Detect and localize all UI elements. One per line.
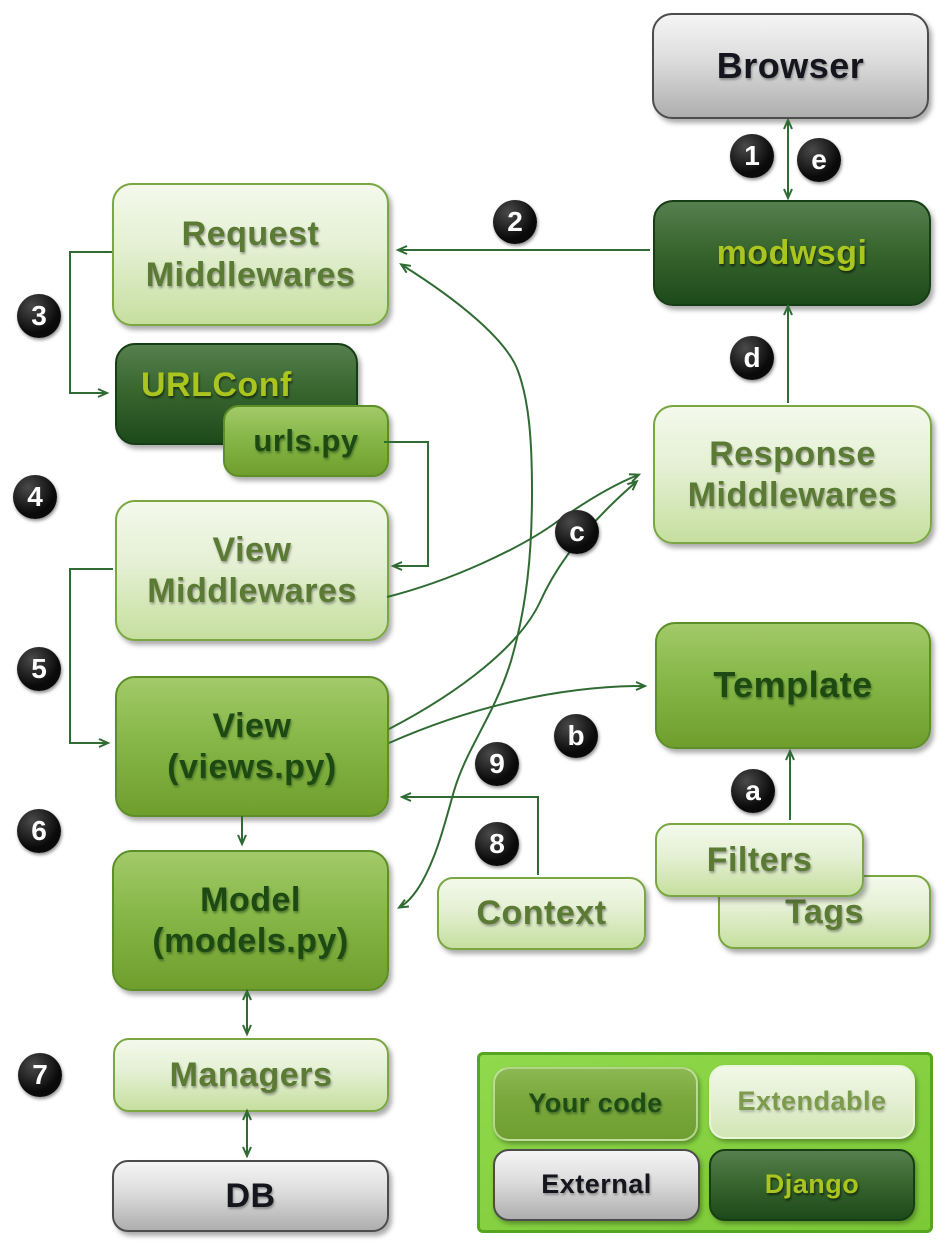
node-response-middlewares: Response Middlewares [653, 405, 932, 544]
badge-step-9: 9 [475, 742, 519, 786]
node-model: Model (models.py) [112, 850, 389, 991]
node-view-middlewares: View Middlewares [115, 500, 389, 641]
node-request-middlewares: Request Middlewares [112, 183, 389, 326]
edge-urlspy-view-mw [384, 441, 429, 571]
badge-step-7: 7 [18, 1053, 62, 1097]
badge-step-e: e [797, 138, 841, 182]
badge-step-d: d [730, 336, 774, 380]
legend-your-code: Your code [493, 1067, 698, 1141]
badge-step-2: 2 [493, 200, 537, 244]
badge-step-6: 6 [17, 809, 61, 853]
node-filters: Filters [655, 823, 864, 897]
badge-step-c: c [555, 510, 599, 554]
badge-step-b: b [554, 714, 598, 758]
legend-extendable: Extendable [709, 1065, 915, 1139]
node-managers: Managers [113, 1038, 389, 1112]
node-db: DB [112, 1160, 389, 1232]
edge-view-mw-response-mw [386, 473, 642, 598]
badge-step-1: 1 [730, 134, 774, 178]
legend-external: External [493, 1149, 700, 1221]
badge-step-5: 5 [17, 647, 61, 691]
badge-step-8: 8 [475, 822, 519, 866]
legend-django: Django [709, 1149, 915, 1221]
edge-view-template [388, 681, 648, 744]
legend: Your code Extendable External Django [477, 1052, 933, 1233]
badge-step-4: 4 [13, 475, 57, 519]
badge-step-3: 3 [17, 294, 61, 338]
node-urls-py: urls.py [223, 405, 389, 477]
edge-request-mw-model-curve [396, 263, 534, 909]
edge-view-response-mw [388, 479, 639, 730]
edge-view-mw-view [69, 568, 113, 748]
node-modwsgi: modwsgi [653, 200, 931, 306]
node-view: View (views.py) [115, 676, 389, 817]
node-context: Context [437, 877, 646, 950]
edge-request-mw-urlconf [69, 251, 112, 398]
node-browser: Browser [652, 13, 929, 119]
node-template: Template [655, 622, 931, 749]
badge-step-a: a [731, 769, 775, 813]
